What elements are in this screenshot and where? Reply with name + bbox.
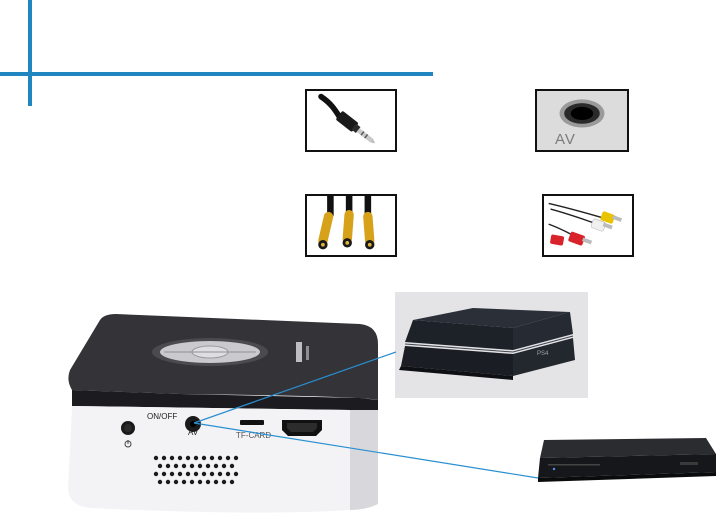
av-port-photo <box>535 89 629 152</box>
bluray-player-photo <box>530 432 716 490</box>
accent-horizontal-line <box>0 72 433 76</box>
projector-icon <box>60 310 380 520</box>
ps4-console-photo <box>395 292 588 398</box>
rca-plugs-icon <box>307 196 395 255</box>
av-port-icon <box>537 91 627 150</box>
audio-jack-icon <box>307 91 395 150</box>
game-console-icon <box>395 292 588 398</box>
pico-projector <box>60 310 380 520</box>
power-switch-label: ON/OFF <box>147 412 177 421</box>
ps4-logo-text: PS4 <box>537 351 548 357</box>
av-cable-icon <box>544 196 632 255</box>
accent-vertical-line <box>28 0 32 106</box>
av-port-label: AV <box>555 131 576 148</box>
av-cable-photo <box>542 194 634 257</box>
audio-jack-photo <box>305 89 397 152</box>
rca-plugs-photo <box>305 194 397 257</box>
av-input-label: AV <box>188 428 198 437</box>
bluray-player-icon <box>530 432 716 490</box>
tf-card-label: TF-CARD <box>236 431 271 440</box>
